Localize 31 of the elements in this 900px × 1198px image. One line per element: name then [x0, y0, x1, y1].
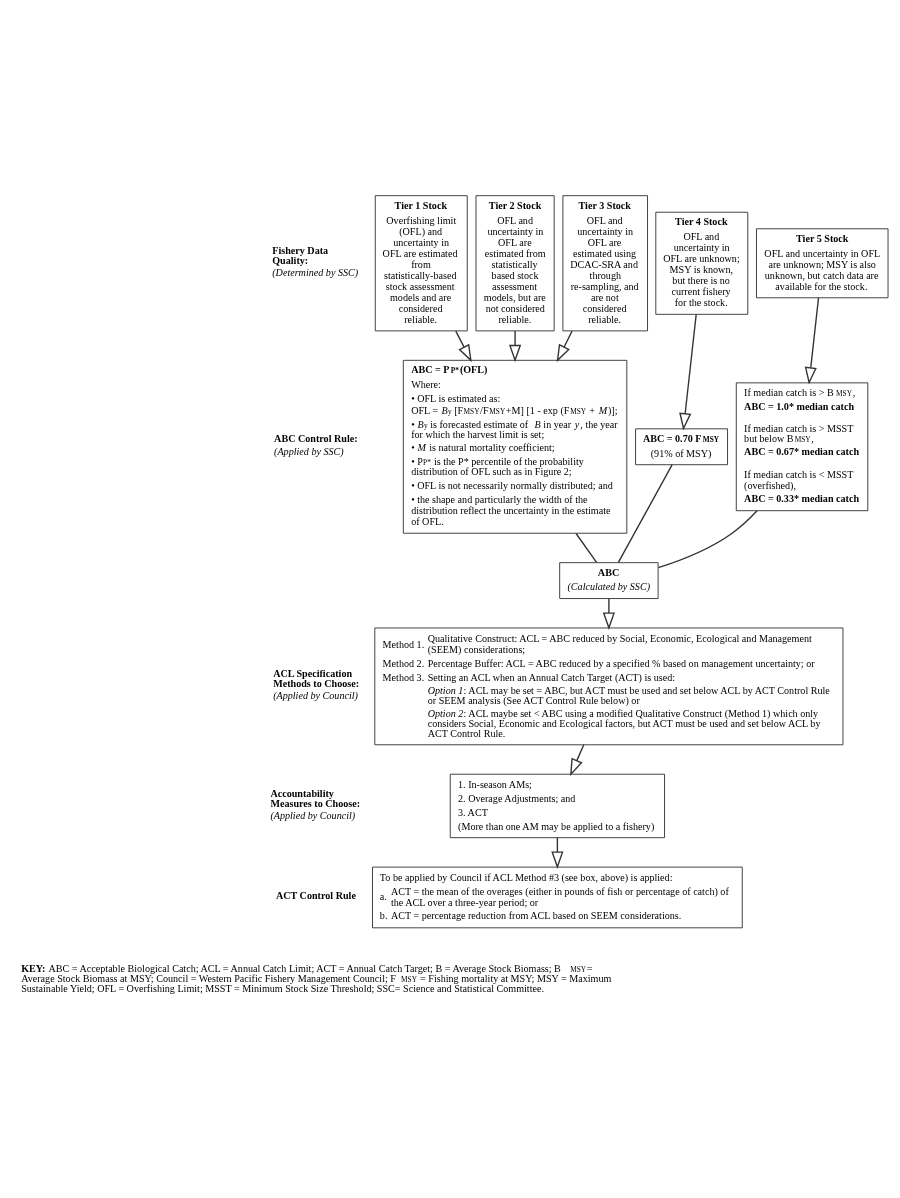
label: ACL Specification Methods to Choose:: [273, 668, 360, 690]
label: Accountability Measures to Choose:: [270, 787, 361, 809]
node-box: If median catch is > BMSY, ABC = 1.0* median catch If median catch is > MSST but below BMSY, ABC = 0.67* median catch If median catch is < MSST (overfished), ABC = 0.33* median catch: [735, 382, 869, 512]
arrow: [804, 297, 820, 385]
label: ACT Control Rule: [275, 890, 356, 902]
node-box: ABC = PP*(OFL) Where: • OFL is estimated as: OFL = By [FMSY/FMSY+M] [1 - exp (FMSY +M)]; • By is forecasted estimate of B in year y, the year for which the harvest limit is set; • M is natural mortality coefficient; • PP* is the P* percentile of the probability distribution of OFL such as in Figure 2; • OFL is not necessarily normally distributed; and • the shape and particularly the width of the distribution reflect the uncertainty in the estimate of OFL.: [402, 359, 628, 534]
node-box: Tier 4 Stock OFL and uncertainty in OFL are unknown; MSY is known, but there is no current fishery for the stock.: [655, 211, 749, 315]
connector: [575, 532, 598, 564]
connector: [657, 510, 758, 569]
label: (Determined by SSC): [272, 266, 359, 278]
connector: [617, 464, 673, 564]
arrow: [679, 313, 697, 431]
arrow: [455, 330, 472, 363]
arrow: [556, 330, 573, 363]
label: (Applied by Council): [273, 690, 358, 702]
node-box: 1. In-season AMs; 2. Overage Adjustments; and 3. ACT (More than one AM may be applied to a fishery): [449, 773, 665, 839]
label: (Applied by Council): [270, 809, 356, 821]
node-box: ABC = 0.70 FMSY (91% of MSY): [635, 428, 728, 466]
label: ABC Control Rule:: [274, 432, 358, 444]
node-box: To be applied by Council if ACL Method #3 (see box, above) is applied: a. ACT = the mean of the overages (either in pounds of fish or percentage of catch) of the ACL over a three-year period; or b. ACT = percentage reduction from ACL based on SEEM considerations.: [372, 866, 743, 929]
label: (Applied by SSC): [274, 445, 344, 457]
node-box: Tier 3 Stock OFL and uncertainty in OFL are estimated using DCAC-SRA and through re-sampling, and are not considered reliable.: [562, 195, 648, 332]
arrow: [602, 598, 615, 630]
arrow: [570, 744, 585, 777]
node-box: Tier 2 Stock OFL and uncertainty in OFL are estimated from statistically based stock assessment models, but are not considered reliable.: [475, 195, 555, 332]
node-box: Tier 5 Stock OFL and uncertainty in OFL are unknown; MSY is also unknown, but catch data are available for the stock.: [756, 228, 889, 299]
node-box: Tier 1 Stock Overfishing limit (OFL) and uncertainty in OFL are estimated from statistically-based stock assessment models and are considered reliable.: [374, 195, 468, 332]
node-box: Method 1. Qualitative Construct: ACL = ABC reduced by Social, Economic, Ecological and Management (SEEM) considerations; Method 2. Percentage Buffer: ACL = ABC reduced by a specified % based on management uncertainty; or Method 3. Setting an ACL when an Annual Catch Target (ACT) is used: Option 1: ACL may be set = ABC, but ACT must be used and set below ACL by ACT Control Rule or SEEM analysis (See ACT Control Rule below) or Option 2: ACL maybe set < ABC using a modified Qualitative Construct (Method 1) which only considers Social, Economic and Ecological factors, but ACT must be used and set below ACL by ACT Control Rule.: [374, 627, 844, 746]
node-box: ABC (Calculated by SSC): [559, 562, 659, 599]
arrow: [508, 330, 522, 363]
label: Fishery Data Quality:: [272, 244, 329, 267]
